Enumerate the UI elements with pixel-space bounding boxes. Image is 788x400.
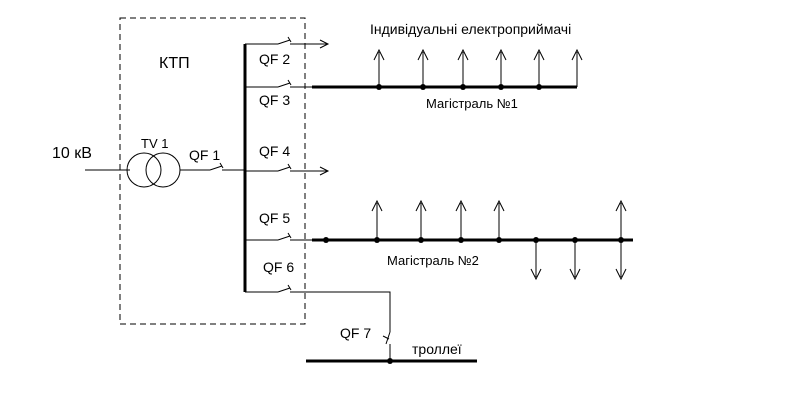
qf2-breaker (277, 36, 292, 45)
qf6-breaker (277, 284, 292, 293)
transformer-label: TV 1 (141, 136, 168, 151)
transformer-tv1 (126, 152, 181, 188)
qf4-label: QF 4 (259, 143, 290, 159)
qf5-breaker (277, 232, 292, 241)
qf4-breaker (277, 163, 292, 172)
qf6-feeder-out (290, 291, 391, 332)
qf3-label: QF 3 (259, 92, 290, 108)
ktp-enclosure (119, 17, 306, 325)
bus1-label: Магістраль №1 (426, 96, 518, 111)
trolley-junction (387, 358, 393, 364)
bus2-taps (323, 199, 627, 281)
qf1-label: QF 1 (189, 147, 220, 163)
qf1-breaker (209, 162, 224, 171)
bus2-label: Магістраль №2 (387, 253, 479, 268)
trolleys-label: троллеї (412, 341, 462, 357)
voltage-label: 10 кВ (52, 145, 92, 162)
qf6-label: QF 6 (263, 259, 294, 275)
qf5-label: QF 5 (259, 210, 290, 226)
qf7-label: QF 7 (340, 325, 371, 341)
qf4-arrow-icon (319, 166, 330, 176)
qf2-label: QF 2 (259, 51, 290, 67)
qf3-breaker (277, 79, 292, 88)
substation-label: КТП (159, 55, 190, 72)
qf2-arrow-icon (319, 39, 330, 49)
qf7-breaker (382, 331, 391, 345)
individual-receivers-label: Індивідуальні електроприймачі (370, 21, 571, 37)
bus1-taps (373, 48, 583, 90)
